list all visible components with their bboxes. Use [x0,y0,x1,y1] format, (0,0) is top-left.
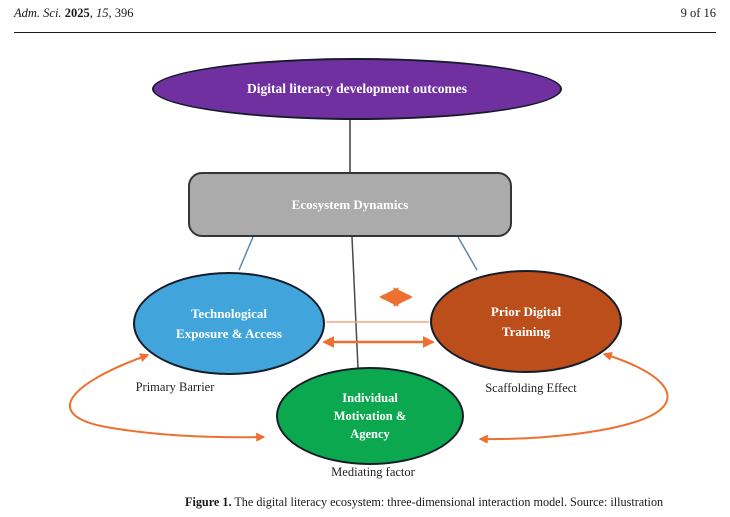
link-ecosystem-prior [457,236,478,271]
node-outcomes-label: Digital literacy development outcomes [246,80,468,96]
annotation-mediating-factor: Mediating factor [331,465,415,479]
figure-caption-label: Figure 1. [185,495,232,509]
header-rule [14,32,716,33]
journal-year: 2025 [64,6,90,20]
journal-name: Adm. Sci. [14,6,65,20]
node-prior-label-line2: Training [501,323,551,339]
arrow-tech-motivation-curve [68,353,266,442]
node-tech-label-line1: Technological [190,306,268,321]
annotation-scaffolding-effect: Scaffolding Effect [485,381,577,395]
link-ecosystem-tech [238,236,254,271]
page-number: 9 of 16 [680,6,716,20]
figure-caption-text: The digital literacy ecosystem: three-di… [231,495,664,509]
node-prior-label-line1: Prior Digital [490,304,562,319]
node-ecosystem-label: Ecosystem Dynamics [291,196,409,212]
node-outcomes: Digital literacy development outcomes [152,58,562,120]
link-ecosystem-motivation [351,236,359,369]
node-motivation-label-line2: Motivation & [333,408,407,423]
node-tech-label-line2: Exposure & Access [176,325,282,341]
journal-citation: Adm. Sci. 2025, 15, 396 [14,6,133,21]
node-motivation-label-line3: Agency [350,427,390,442]
node-ecosystem-dynamics: Ecosystem Dynamics [188,172,512,237]
node-individual-motivation: Individual Motivation & Agency [276,367,464,465]
journal-volume: , 15 [89,6,109,20]
arrow-prior-motivation-curve [478,351,669,444]
annotation-primary-barrier: Primary Barrier [135,380,215,394]
figure-caption: Figure 1. The digital literacy ecosystem… [185,495,725,510]
node-motivation-label-line1: Individual [342,390,398,405]
journal-article-no: , 396 [108,6,134,20]
node-technological-exposure: Technological Exposure & Access [133,272,325,375]
page-header: Adm. Sci. 2025, 15, 396 9 of 16 [14,6,716,21]
node-prior-digital-training: Prior Digital Training [430,270,622,373]
